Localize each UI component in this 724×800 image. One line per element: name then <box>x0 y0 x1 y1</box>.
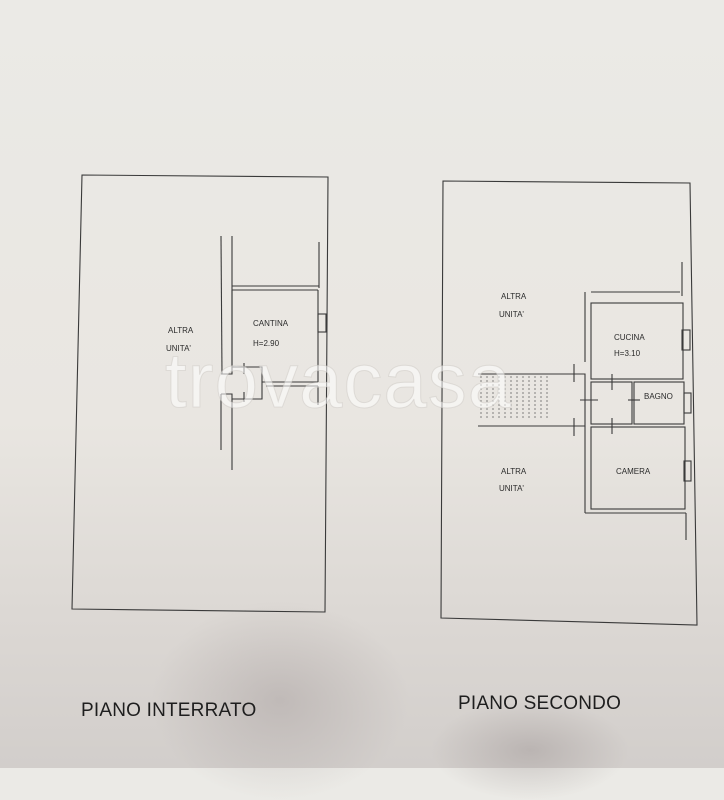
watermark-logo: trovacasa <box>164 336 513 425</box>
room-label-altra-unita: ALTRA <box>168 326 194 335</box>
plan-title-secondo: PIANO SECONDO <box>458 693 622 714</box>
room-label-altra-unita-sub: UNITA' <box>499 484 524 493</box>
room-height-cantina: H=2.90 <box>253 339 280 348</box>
room-height-cucina: H=3.10 <box>614 349 641 358</box>
plan-interrato-outline <box>71 174 329 613</box>
plan-title-interrato: PIANO INTERRATO <box>81 700 257 721</box>
room-bagno-walls <box>633 381 685 425</box>
room-label-bagno: BAGNO <box>644 392 673 401</box>
room-label-cucina: CUCINA <box>614 333 645 342</box>
stairs-icon <box>480 376 548 418</box>
room-label-cantina: CANTINA <box>253 319 289 328</box>
room-cucina-walls <box>590 302 684 380</box>
floor-plans-drawing: ALTRA UNITA' CANTINA H=2.90 ALTRA UNITA'… <box>71 174 698 626</box>
room-label-camera: CAMERA <box>616 467 651 476</box>
room-label-altra-unita-sub: UNITA' <box>166 344 191 353</box>
room-camera-walls <box>590 426 686 510</box>
room-label-altra-unita-sub: UNITA' <box>499 310 524 319</box>
photo-shadow <box>150 600 410 800</box>
plan-secondo-outline <box>440 180 698 626</box>
room-label-altra-unita: ALTRA <box>501 292 527 301</box>
room-label-altra-unita: ALTRA <box>501 467 527 476</box>
